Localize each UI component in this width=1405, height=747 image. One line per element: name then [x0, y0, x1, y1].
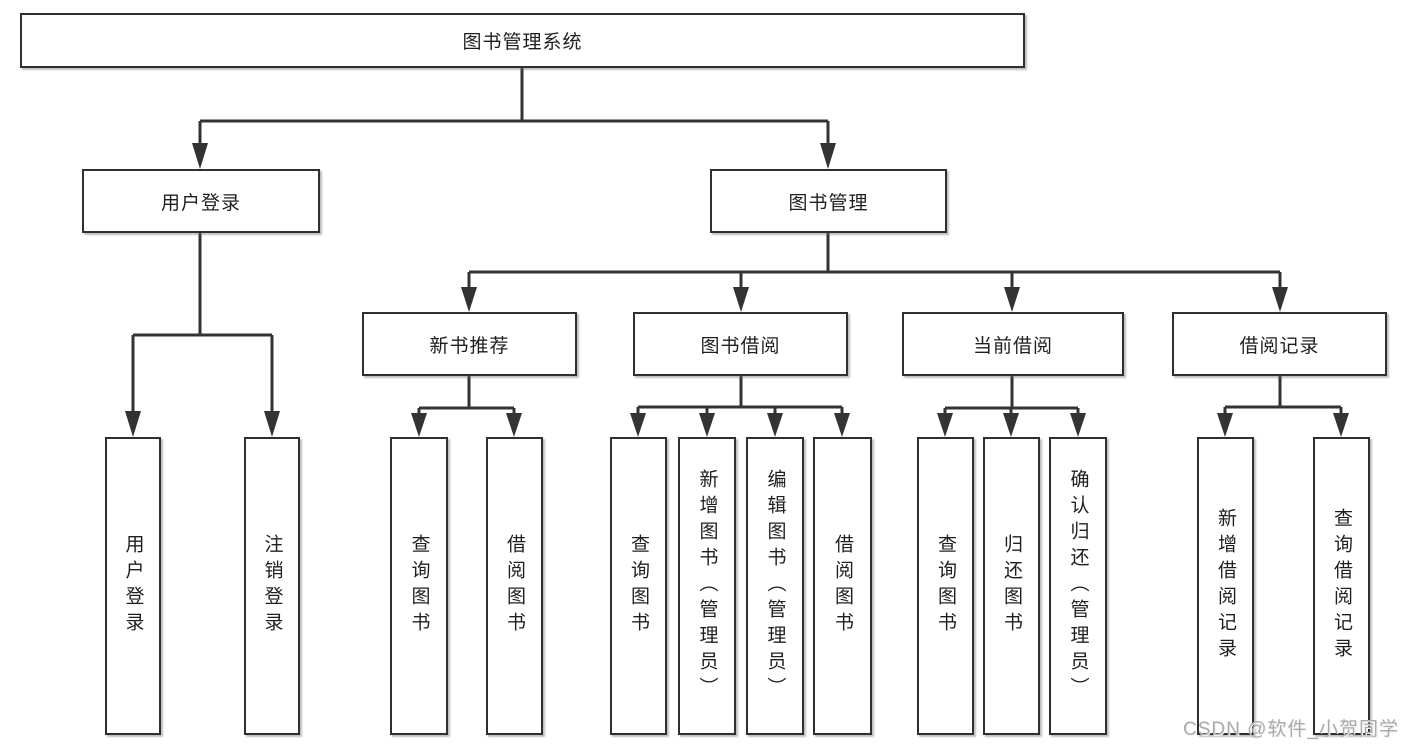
leaf-edit-book-admin: 编辑图书（管理员） — [746, 437, 804, 735]
leaf-confirm-return-admin: 确认归还（管理员） — [1049, 437, 1107, 735]
node-label: 查询借阅记录 — [1331, 508, 1352, 664]
node-label: 注销登录 — [261, 534, 283, 638]
node-root-library-system: 图书管理系统 — [20, 13, 1025, 68]
node-user-login: 用户登录 — [82, 169, 320, 233]
node-label: 新书推荐 — [429, 335, 510, 357]
node-new-book-recommendation: 新书推荐 — [362, 312, 577, 376]
node-label: 确认归还（管理员） — [1067, 469, 1089, 703]
leaf-query-borrowing-record: 查询借阅记录 — [1313, 437, 1370, 735]
node-label: 借阅图书 — [504, 534, 525, 638]
leaf-query-books-recommend: 查询图书 — [390, 437, 448, 735]
node-label: 编辑图书（管理员） — [764, 469, 786, 703]
node-label: 图书管理系统 — [462, 32, 583, 53]
leaf-borrow-books-recommend: 借阅图书 — [486, 437, 543, 735]
node-label: 查询图书 — [935, 534, 956, 638]
node-label: 新增图书（管理员） — [696, 469, 718, 703]
node-label: 图书借阅 — [700, 335, 781, 357]
leaf-logout-login: 注销登录 — [244, 437, 300, 735]
node-label: 查询图书 — [628, 534, 649, 638]
node-current-borrowing: 当前借阅 — [902, 312, 1124, 376]
leaf-return-books: 归还图书 — [983, 437, 1040, 735]
node-label: 新增借阅记录 — [1215, 508, 1236, 664]
csdn-watermark: CSDN @软件_小贺同学 — [1183, 719, 1399, 740]
leaf-add-borrowing-record: 新增借阅记录 — [1197, 437, 1254, 735]
leaf-add-book-admin: 新增图书（管理员） — [678, 437, 736, 735]
leaf-query-books-borrowing: 查询图书 — [610, 437, 667, 735]
leaf-query-books-current: 查询图书 — [917, 437, 974, 735]
leaf-borrow-books-borrowing: 借阅图书 — [813, 437, 872, 735]
node-label: 当前借阅 — [972, 335, 1053, 357]
node-book-borrowing: 图书借阅 — [633, 312, 848, 376]
node-label: 归还图书 — [1001, 534, 1022, 638]
node-borrowing-records: 借阅记录 — [1172, 312, 1387, 376]
leaf-user-login: 用户登录 — [105, 437, 161, 735]
node-label: 查询图书 — [408, 534, 430, 638]
node-label: 用户登录 — [122, 534, 144, 638]
node-label: 借阅图书 — [832, 534, 853, 638]
node-label: 用户登录 — [160, 192, 241, 214]
node-label: 借阅记录 — [1239, 335, 1320, 357]
node-label: 图书管理 — [788, 192, 869, 214]
node-book-management: 图书管理 — [710, 169, 947, 233]
